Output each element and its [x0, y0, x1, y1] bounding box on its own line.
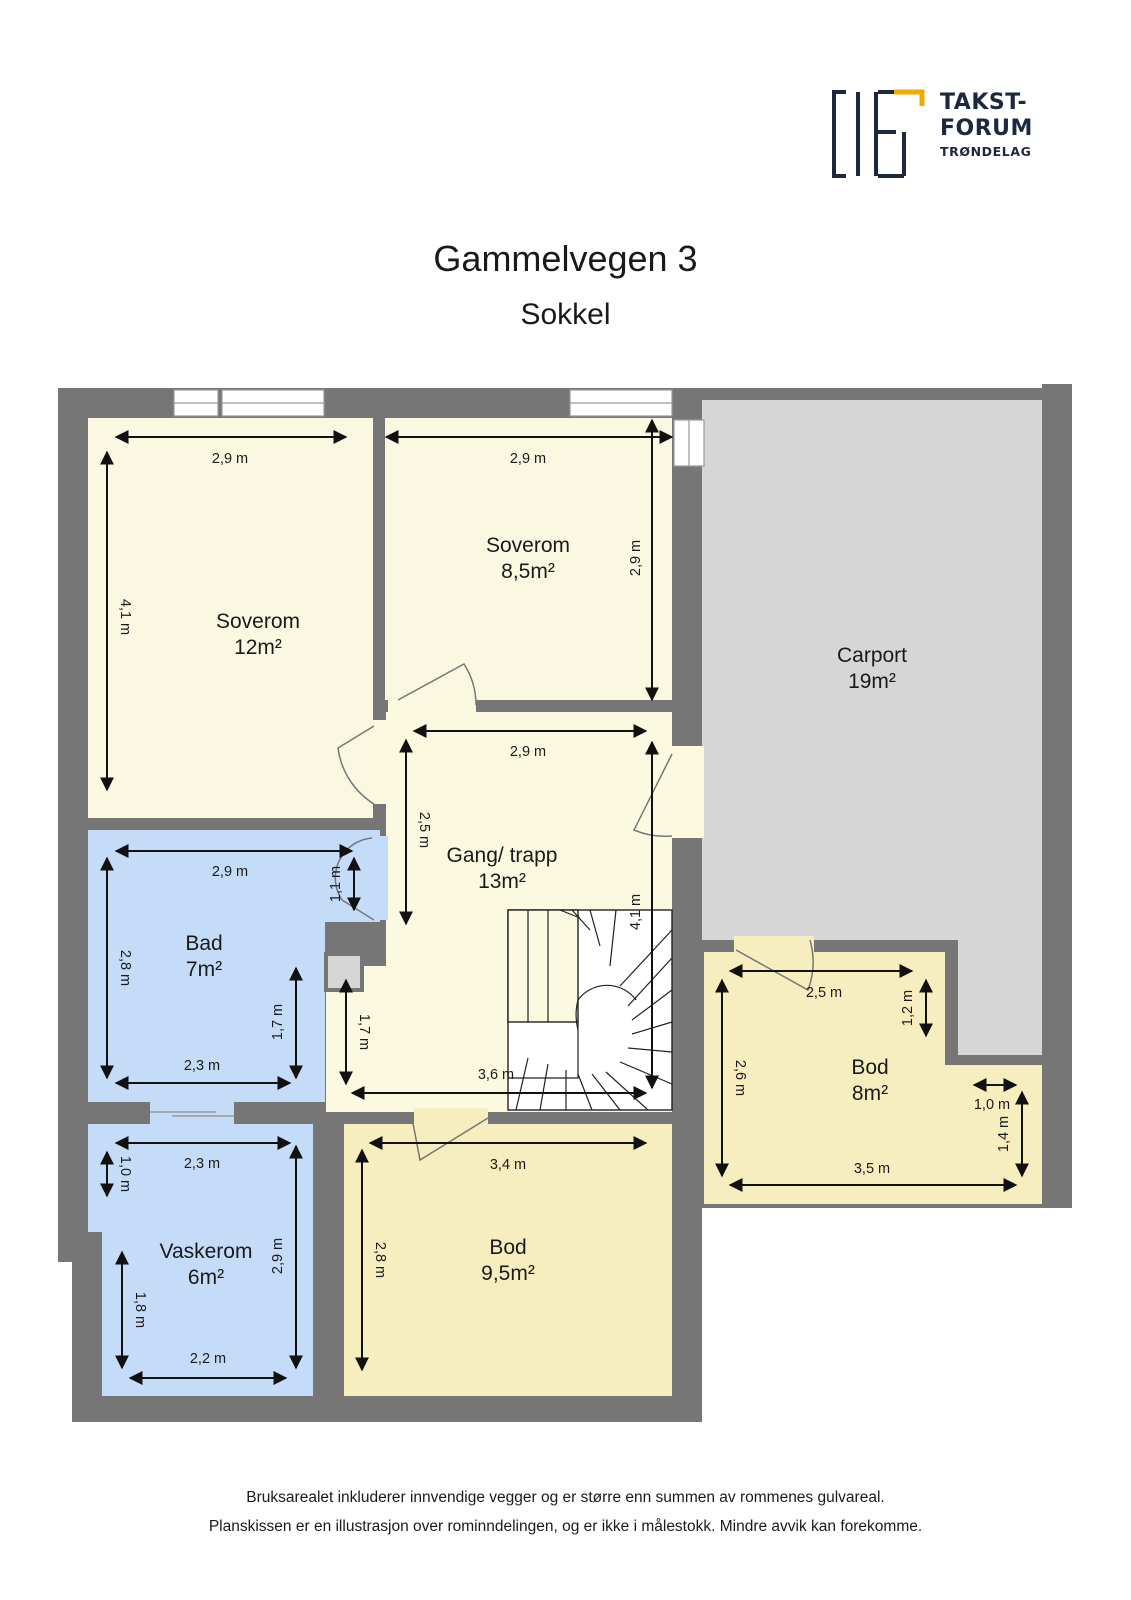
carport-pillar-wall — [1042, 384, 1072, 1208]
dim-sov2-height: 2,9 m — [628, 540, 644, 576]
room-name-gang: Gang/ trapp — [447, 844, 558, 867]
dim-bad-door-height: 1,1 m — [328, 866, 344, 902]
dim-bad-lower-height: 1,7 m — [270, 1004, 286, 1040]
plan-title: Gammelvegen 3 — [433, 238, 698, 279]
logo-line-2: FORUM — [940, 116, 1033, 141]
dim-gang-lower-height: 1,7 m — [356, 1014, 372, 1050]
room-area-carport: 19m² — [848, 670, 896, 693]
dimension-lines — [100, 418, 1029, 1385]
plan-subtitle: Sokkel — [520, 298, 611, 331]
dim-gang-width: 2,9 m — [510, 744, 546, 760]
footer-note-disclaimer: Planskissen er en illustrasjon over romi… — [208, 1518, 923, 1535]
logo-line-3: TRØNDELAG — [940, 144, 1032, 159]
dim-gang-bottom-width: 3,6 m — [478, 1067, 514, 1083]
room-name-vaskerom: Vaskerom — [160, 1240, 253, 1263]
dim-sov2-width: 2,9 m — [510, 451, 546, 467]
dim-bod2-top-width: 2,5 m — [806, 985, 842, 1001]
room-name-bad: Bad — [185, 932, 222, 955]
room-name-carport: Carport — [837, 644, 907, 667]
dim-vask-top-width: 2,3 m — [184, 1156, 220, 1172]
soverom-1-floor — [88, 418, 373, 818]
dim-bod2-height: 2,6 m — [732, 1060, 748, 1096]
room-name-soverom-2: Soverom — [486, 534, 570, 557]
dim-gang-height-left: 2,5 m — [416, 812, 432, 848]
dim-bad-bottom-width: 2,3 m — [184, 1058, 220, 1074]
dim-vask-height: 2,9 m — [270, 1238, 286, 1274]
dim-bod2-notch-width: 1,0 m — [974, 1097, 1010, 1113]
dim-vask-lower-height: 1,8 m — [132, 1292, 148, 1328]
dim-bod2-top-height: 1,2 m — [900, 990, 916, 1026]
dim-bad-height: 2,8 m — [117, 950, 133, 986]
dim-vask-bottom-width: 2,2 m — [190, 1351, 226, 1367]
dim-bad-top-width: 2,9 m — [212, 864, 248, 880]
bod-2-floor — [704, 952, 1042, 1204]
dim-bod1-height: 2,8 m — [372, 1242, 388, 1278]
room-area-vaskerom: 6m² — [188, 1266, 224, 1289]
dim-bod2-notch-height: 1,4 m — [996, 1116, 1012, 1152]
footer-note-area: Bruksarealet inkluderer innvendige vegge… — [246, 1489, 885, 1506]
windows — [173, 389, 705, 467]
bad-floor — [88, 830, 380, 1102]
carport-floor — [702, 400, 1042, 940]
company-logo: TAKST- FORUM TRØNDELAG — [832, 88, 1047, 180]
soverom-2-floor — [385, 418, 672, 700]
dim-bod2-bottom-width: 3,5 m — [854, 1161, 890, 1177]
takstforum-logo-icon — [832, 89, 925, 178]
vaskerom-floor — [88, 1124, 313, 1396]
staircase — [507, 909, 673, 1111]
closet-block — [324, 952, 364, 992]
room-area-soverom-2: 8,5m² — [501, 560, 555, 583]
dim-gang-height-right: 4,1 m — [628, 894, 644, 930]
room-area-bad: 7m² — [186, 958, 222, 981]
dim-bod1-width: 3,4 m — [490, 1157, 526, 1173]
carport-lower-floor — [958, 940, 1042, 1055]
logo-text: TAKST- FORUM TRØNDELAG — [940, 92, 1033, 159]
room-area-bod-1: 9,5m² — [481, 1262, 535, 1285]
dim-sov1-width: 2,9 m — [212, 451, 248, 467]
room-name-soverom-1: Soverom — [216, 610, 300, 633]
dim-sov1-height: 4,1 m — [117, 599, 133, 635]
dim-vask-top-height: 1,0 m — [117, 1156, 133, 1192]
logo-line-1: TAKST- — [940, 90, 1028, 115]
room-area-bod-2: 8m² — [852, 1082, 888, 1105]
door-swings — [150, 663, 814, 1162]
room-name-bod-2: Bod — [851, 1056, 888, 1079]
room-area-gang: 13m² — [478, 870, 526, 893]
room-name-bod-1: Bod — [489, 1236, 526, 1259]
room-area-soverom-1: 12m² — [234, 636, 282, 659]
bod-1-floor — [344, 1124, 672, 1396]
